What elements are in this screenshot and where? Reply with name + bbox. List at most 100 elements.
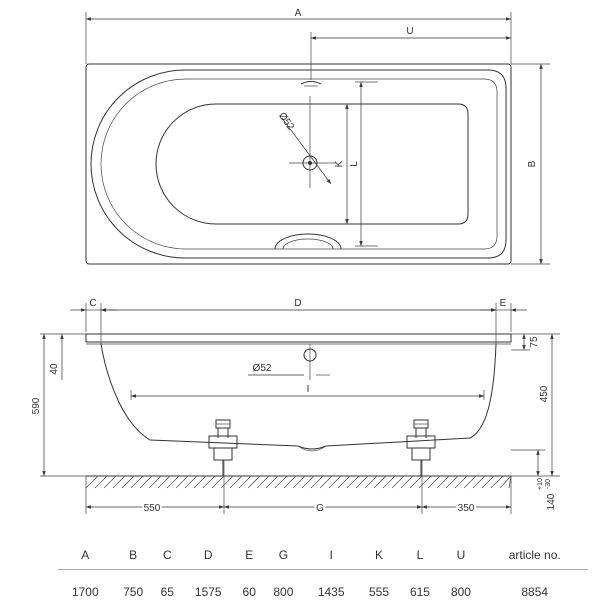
overflow-slot — [301, 82, 321, 85]
table-header-cell: C — [154, 541, 181, 570]
label-g: G — [316, 503, 324, 514]
hatch-line — [149, 476, 161, 488]
hatch-line — [266, 476, 278, 488]
label-u: U — [406, 26, 413, 37]
label-l: L — [349, 161, 360, 167]
label-d: D — [294, 298, 301, 309]
hatch-line — [176, 476, 188, 488]
hatch-line — [203, 476, 215, 488]
hatch-line — [248, 476, 260, 488]
label-diameter-top: Ø52 — [276, 111, 296, 133]
tub-floor — [156, 104, 468, 224]
label-k: K — [334, 160, 345, 167]
table-value-cell: 555 — [359, 570, 400, 606]
table-value-cell: 65 — [154, 570, 181, 606]
hatch-line — [356, 476, 368, 488]
table-value-cell: 1435 — [304, 570, 359, 606]
hatch-line — [347, 476, 359, 488]
hatch-line — [446, 476, 458, 488]
hatch-line — [473, 476, 485, 488]
label-c: C — [89, 298, 96, 309]
table-value-cell: 1575 — [181, 570, 236, 606]
hatch-line — [383, 476, 395, 488]
label-40: 40 — [49, 363, 60, 375]
hatch-line — [311, 476, 323, 488]
label-350: 350 — [458, 503, 475, 514]
hatch-line — [428, 476, 440, 488]
label-590: 590 — [31, 397, 42, 414]
tub-body-side — [101, 344, 496, 449]
label-550: 550 — [144, 503, 161, 514]
table-header-cell: B — [113, 541, 154, 570]
table-value-row: 1700 750 65 1575 60 800 1435 555 615 800… — [58, 570, 588, 606]
tub-foot-right — [407, 420, 435, 476]
hatch-line — [338, 476, 350, 488]
drain-center-mark — [289, 96, 337, 188]
hatch-line — [419, 476, 431, 488]
waste-drain — [275, 234, 341, 249]
hatch-line — [104, 476, 116, 488]
hatch-line — [293, 476, 305, 488]
table-header-cell: A — [58, 541, 113, 570]
table-header-cell: L — [399, 541, 440, 570]
tub-shell-outline — [91, 70, 506, 258]
tub-rim-side — [86, 334, 511, 342]
table-header-cell: E — [236, 541, 263, 570]
table-header-cell: K — [359, 541, 400, 570]
table-value-cell: 60 — [236, 570, 263, 606]
hatch-line — [131, 476, 143, 488]
table-value-cell: 750 — [113, 570, 154, 606]
hatch-line — [167, 476, 179, 488]
tub-outer-rim — [86, 64, 511, 264]
hatch-line — [122, 476, 134, 488]
hatch-line — [320, 476, 332, 488]
hatch-line — [275, 476, 287, 488]
hatch-line — [221, 476, 233, 488]
side-view: C D E Ø52 I — [31, 298, 560, 514]
hatch-line — [185, 476, 197, 488]
hatch-line — [365, 476, 377, 488]
hatch-line — [257, 476, 269, 488]
table-header-cell: article no. — [481, 541, 588, 570]
hatch-line — [401, 476, 413, 488]
hatch-line — [230, 476, 242, 488]
table-value-cell: 8854 — [481, 570, 588, 606]
overflow-side — [304, 344, 316, 380]
label-i: I — [307, 384, 310, 395]
hatch-line — [113, 476, 125, 488]
bathtub-technical-drawing: A U B Ø52 — [0, 0, 600, 540]
hatch-line — [302, 476, 314, 488]
hatch-line — [455, 476, 467, 488]
tub-foot-left — [209, 420, 237, 476]
hatch-line — [239, 476, 251, 488]
floor-hatching — [86, 476, 511, 488]
table-header-cell: D — [181, 541, 236, 570]
hatch-line — [410, 476, 422, 488]
label-e: E — [500, 298, 507, 309]
table-header-cell: U — [440, 541, 481, 570]
hatch-line — [329, 476, 341, 488]
label-feet-tolerance-plus: +10 — [537, 478, 544, 490]
table-value-cell: 800 — [440, 570, 481, 606]
label-feet-tolerance-minus: -30 — [545, 479, 552, 489]
dimension-table: A B C D E G I K L U article no. 1700 750… — [58, 541, 588, 606]
hatch-line — [95, 476, 107, 488]
table-header-cell: G — [263, 541, 304, 570]
hatch-line — [158, 476, 170, 488]
label-75: 75 — [529, 336, 540, 348]
label-a: A — [295, 8, 302, 19]
table-value-cell: 1700 — [58, 570, 113, 606]
table-value-cell: 615 — [399, 570, 440, 606]
hatch-line — [194, 476, 206, 488]
table-header-cell: I — [304, 541, 359, 570]
hatch-line — [392, 476, 404, 488]
label-feet-height: 140 — [546, 493, 557, 510]
hatch-line — [284, 476, 296, 488]
hatch-line — [374, 476, 386, 488]
table-value-cell: 800 — [263, 570, 304, 606]
label-b: B — [527, 160, 538, 167]
top-view: A U B Ø52 — [86, 8, 550, 264]
hatch-line — [464, 476, 476, 488]
label-diameter-side: Ø52 — [253, 363, 272, 374]
label-450: 450 — [539, 385, 550, 402]
